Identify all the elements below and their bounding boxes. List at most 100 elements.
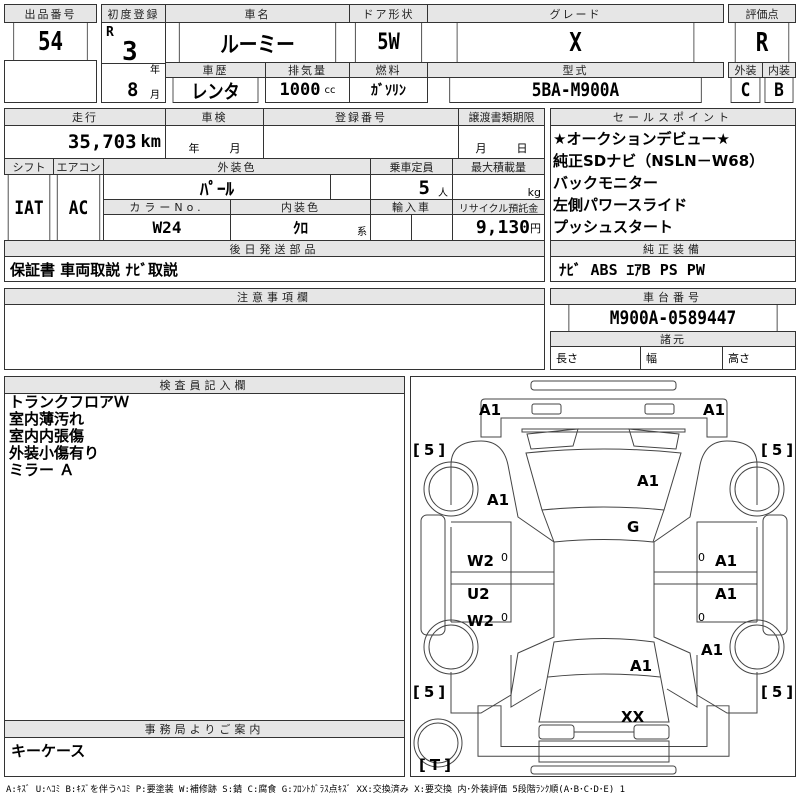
history-label: 車歴	[165, 62, 266, 78]
damage-mark: A1	[637, 472, 660, 490]
inspection-label: 車検	[165, 108, 264, 126]
spec-label: 諸元	[550, 331, 796, 347]
chassis-number: M900A-0589447	[568, 304, 778, 332]
recycle-unit: 円	[530, 221, 541, 235]
door-type: 5W	[354, 22, 423, 63]
reg-era: R	[106, 25, 114, 40]
damage-mark: A1	[703, 401, 726, 419]
damage-diagram: A1 A1 A1 A1 G W2 0 0 A1 U2 W2 0 0 A1 A1 …	[410, 376, 796, 777]
spec-height: 高さ	[722, 346, 796, 370]
sales-points: ★オークションデビュー★ 純正SDナビ（NSLN－W68） バックモニター 左側…	[550, 125, 796, 241]
inspector-label: 検査員記入欄	[4, 376, 405, 394]
damage-mark: W2	[467, 552, 494, 570]
lot-empty	[4, 60, 97, 103]
damage-mark: 0	[501, 611, 508, 624]
tire-tread: [5]	[761, 441, 793, 459]
score: R	[734, 22, 790, 63]
sales-point-item: 純正SDナビ（NSLN－W68）	[553, 152, 765, 170]
reg-month: 8	[127, 79, 139, 101]
capacity-value: 5	[418, 177, 430, 199]
displacement-unit: cc	[324, 84, 336, 96]
reg-label: 初度登録	[101, 4, 166, 23]
tire-tread: [5]	[761, 683, 793, 701]
chassis-label: 車台番号	[550, 288, 796, 305]
sales-label: セールスポイント	[550, 108, 796, 126]
max-load-label: 最大積載量	[452, 158, 545, 175]
office-label: 事務局よりご案内	[4, 720, 405, 738]
import-b	[411, 214, 453, 241]
inspector-line: トランクフロアＷ	[9, 393, 130, 411]
transfer-date: 月日	[458, 125, 545, 159]
transfer-day-unit: 日	[516, 142, 528, 155]
plate-label: 登録番号	[263, 108, 459, 126]
capacity-label: 乗車定員	[370, 158, 453, 175]
mileage-value: 35,703	[67, 131, 137, 153]
mileage-label: 走行	[4, 108, 166, 126]
car-outline-icon	[413, 380, 788, 775]
inspector-line: 室内内張傷	[9, 427, 85, 445]
sales-point-item: ★オークションデビュー★	[553, 130, 730, 148]
damage-mark: A1	[701, 641, 724, 659]
int-color-value: ｸﾛ	[292, 219, 308, 237]
sales-point-item: 左側パワースライド	[553, 196, 688, 214]
fuel: ｶﾞｿﾘﾝ	[349, 77, 428, 103]
ext-score: C	[730, 77, 761, 103]
inspector-line: 外装小傷有り	[9, 444, 100, 462]
parts-label: 後日発送部品	[4, 240, 545, 257]
damage-mark: A1	[630, 657, 653, 675]
tire-value: 5	[423, 441, 439, 459]
damage-mark: A1	[487, 491, 510, 509]
damage-mark: U2	[467, 585, 490, 603]
notes-label: 注意事項欄	[4, 288, 545, 305]
reg-box: R 3 年 8 月	[101, 22, 166, 103]
spec-width: 幅	[640, 346, 723, 370]
ext-color-label: 外装色	[103, 158, 371, 175]
car-name: ルーミー	[178, 22, 337, 63]
reg-year-unit: 年	[150, 65, 160, 76]
door-label: ドア形状	[349, 4, 428, 23]
color-no: W24	[103, 214, 231, 241]
shift-label: シフト	[4, 158, 54, 175]
equipment-label: 純正装備	[550, 240, 796, 257]
reg-year: 3	[122, 37, 138, 67]
inspector-line: ミラー Ａ	[9, 461, 75, 479]
office-value: キーケース	[4, 737, 405, 777]
spec-length: 長さ	[550, 346, 641, 370]
ac: AC	[56, 174, 101, 241]
equipment-value: ﾅﾋﾞ ABS ｴｱB PS PW	[550, 256, 796, 282]
inspector-line: 室内薄汚れ	[9, 410, 85, 428]
transfer-label: 譲渡書類期限	[458, 108, 545, 126]
damage-mark: A1	[715, 552, 738, 570]
damage-mark: 0	[698, 611, 705, 624]
mileage-unit: km	[140, 132, 161, 152]
capacity-unit: 人	[438, 188, 448, 199]
grade-label: グレード	[427, 4, 724, 23]
ext-color-extra	[330, 174, 371, 200]
tire-value: T	[429, 756, 445, 774]
parts-value: 保証書 車両取説 ﾅﾋﾞ取説	[4, 256, 545, 282]
tire-value: 5	[423, 683, 439, 701]
recycle-label: リサイクル預託金	[452, 199, 545, 215]
damage-mark: 0	[698, 551, 705, 564]
spare-tire: [T]	[419, 756, 455, 774]
damage-mark: 0	[501, 551, 508, 564]
plate-value	[263, 125, 459, 159]
lot-label: 出品番号	[4, 4, 97, 23]
damage-mark: XX	[621, 708, 645, 726]
tire-tread: [5]	[413, 683, 450, 701]
int-color-unit: 系	[357, 227, 367, 238]
ext-color: ﾊﾟｰﾙ	[103, 174, 331, 200]
damage-mark: A1	[715, 585, 738, 603]
import-a	[370, 214, 412, 241]
shift: IAT	[7, 174, 51, 241]
transfer-month-unit: 月	[475, 142, 487, 155]
inspector-notes: トランクフロアＷ 室内薄汚れ 室内内張傷 外装小傷有り ミラー Ａ	[4, 393, 405, 721]
tire-tread: [5]	[413, 441, 450, 459]
damage-mark: W2	[467, 612, 494, 630]
fuel-label: 燃料	[349, 62, 428, 78]
inspection-year-unit: 年	[188, 142, 200, 155]
